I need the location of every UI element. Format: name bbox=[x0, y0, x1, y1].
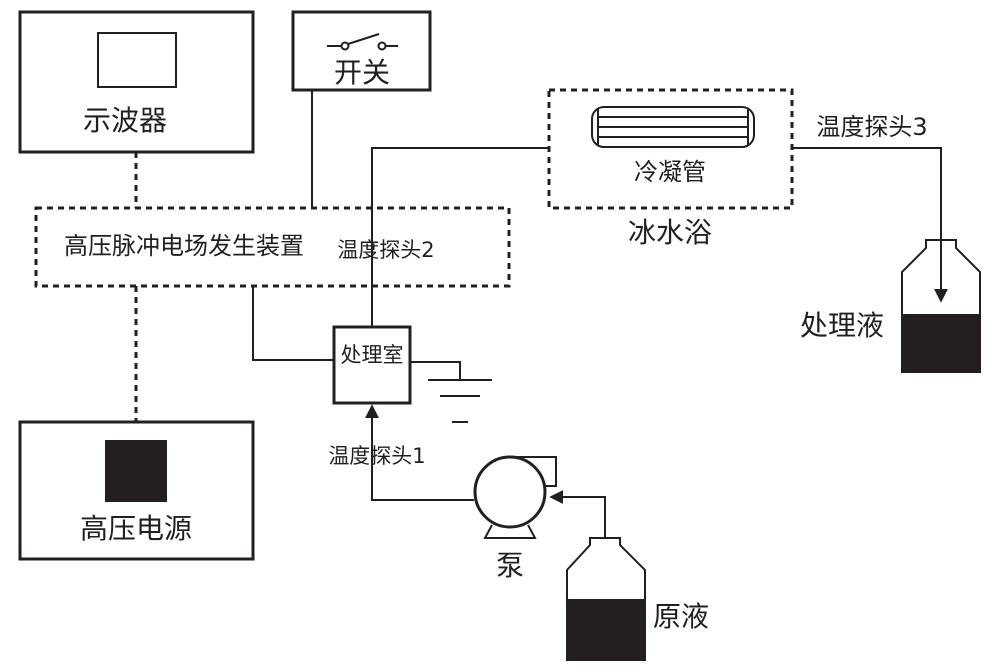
probe3-label: 温度探头3 bbox=[816, 113, 927, 141]
treated-liquid-label: 处理液 bbox=[800, 309, 884, 342]
switch-label: 开关 bbox=[334, 56, 390, 89]
treated-liquid-bottle bbox=[901, 239, 981, 373]
flow-line-to-condenser bbox=[371, 147, 549, 327]
switch-icon bbox=[327, 33, 398, 51]
condenser-label: 冷凝管 bbox=[634, 158, 706, 186]
power-supply-label: 高压电源 bbox=[80, 512, 192, 545]
raw-liquid-bottle bbox=[566, 537, 646, 661]
ice-water-bath: 冷凝管 冰水浴 bbox=[547, 88, 794, 249]
probe2-label: 温度探头2 bbox=[337, 238, 434, 262]
power-indicator-icon bbox=[105, 440, 167, 502]
chamber-label: 处理室 bbox=[341, 343, 404, 367]
pump-label: 泵 bbox=[496, 549, 524, 582]
switch: 开关 bbox=[291, 10, 432, 92]
ground-icon bbox=[410, 361, 492, 423]
generator-label: 高压脉冲电场发生装置 bbox=[64, 232, 304, 260]
flow-line-to-chamber bbox=[365, 404, 474, 501]
pef-generator: 高压脉冲电场发生装置 bbox=[34, 206, 511, 288]
treatment-chamber: 处理室 bbox=[332, 325, 412, 405]
oscilloscope-label: 示波器 bbox=[83, 104, 167, 137]
flow-line-to-treated-bottle bbox=[792, 147, 948, 303]
flow-line-to-pump bbox=[549, 490, 606, 538]
oscilloscope: 示波器 bbox=[18, 10, 255, 154]
oscilloscope-screen-icon bbox=[97, 32, 177, 88]
high-voltage-power-supply: 高压电源 bbox=[18, 420, 255, 561]
pump-icon bbox=[473, 455, 557, 539]
condenser-tube-icon bbox=[591, 106, 755, 148]
raw-liquid-label: 原液 bbox=[653, 600, 709, 633]
probe1-label: 温度探头1 bbox=[328, 444, 425, 468]
electrode-wire bbox=[252, 286, 334, 361]
ice-bath-label: 冰水浴 bbox=[628, 216, 712, 249]
